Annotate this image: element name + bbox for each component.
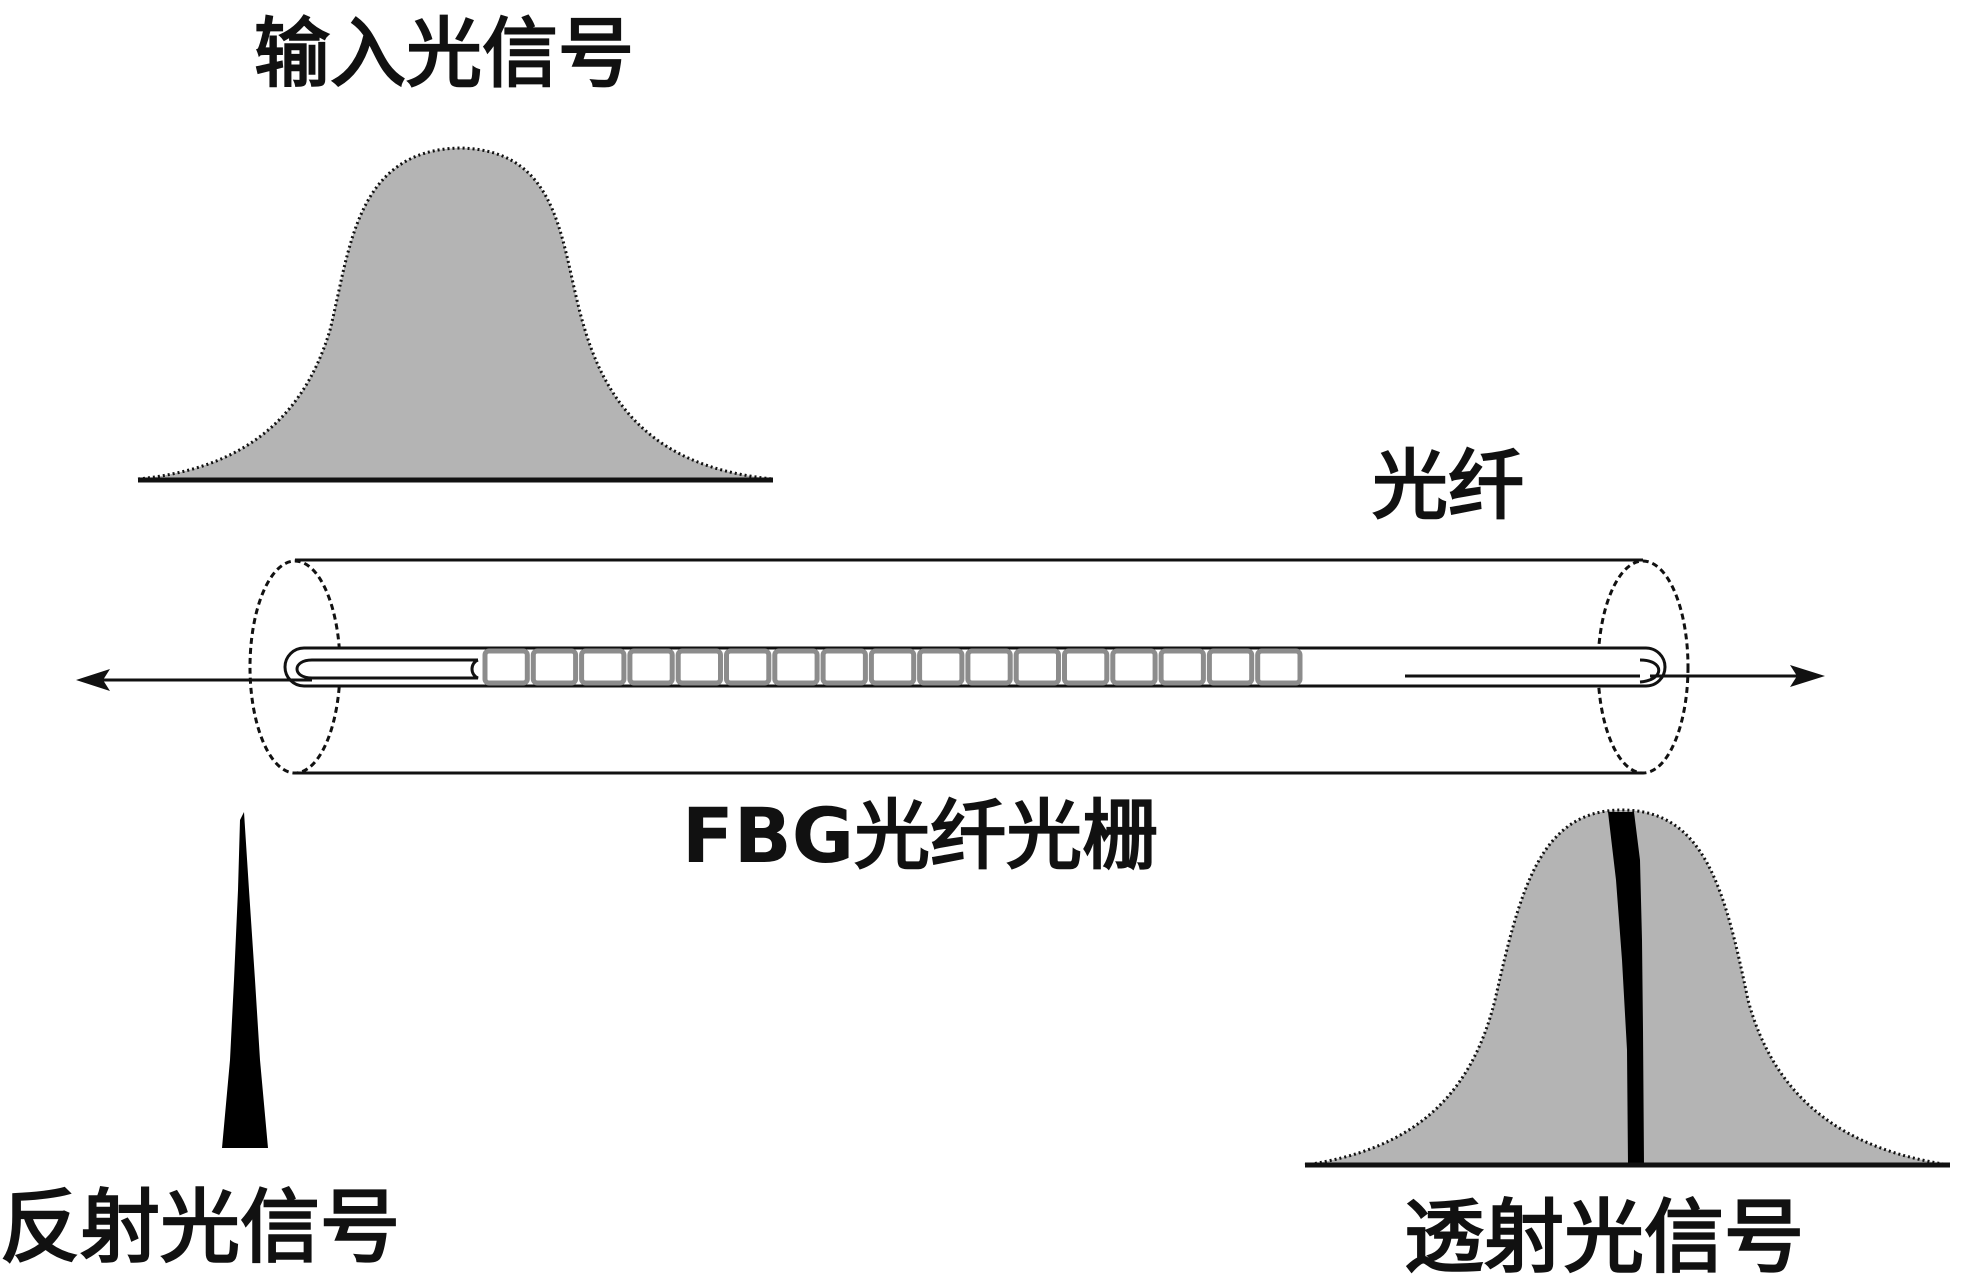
transmitted-light-path [1405,658,1825,687]
grating-period [1206,648,1255,686]
grating-period [1013,648,1062,686]
reflection-loop [295,658,479,680]
grating-period [675,648,724,686]
grating-period [1062,648,1110,686]
grating-period [965,648,1013,686]
grating-period [772,648,820,686]
fiber-right-end [1596,559,1690,775]
grating-period [1255,648,1303,686]
transmitted-spectrum-notch [1608,812,1644,1165]
grating-period [627,648,675,686]
transmitted-signal-label: 透射光信号 [1404,1191,1804,1284]
input-signal-label: 输入光信号 [254,9,634,98]
fbg-label: FBG光纤光栅 [682,791,1158,880]
grating-period [530,648,579,686]
grating-period [1110,648,1158,686]
grating-period [1158,648,1206,686]
input-spectrum [137,146,774,483]
fiber-label: 光纤 [1372,441,1524,530]
reflection-arrow-head [76,669,110,691]
reflected-spectrum [222,812,268,1148]
reflected-light-path [76,658,479,691]
grating-period [917,648,965,686]
grating-period [820,648,868,686]
reflected-signal-label: 反射光信号 [0,1181,400,1274]
transmission-arrow-head [1790,665,1825,687]
grating-period [579,648,627,686]
fiber-grating [482,648,1303,686]
grating-period [868,648,917,686]
transmission-end-curve [1639,658,1661,684]
grating-period [724,648,772,686]
input-spectrum-curve [137,146,774,481]
transmitted-spectrum [1304,808,1951,1168]
grating-period [482,648,530,686]
reflected-spectrum-spike [222,812,268,1148]
